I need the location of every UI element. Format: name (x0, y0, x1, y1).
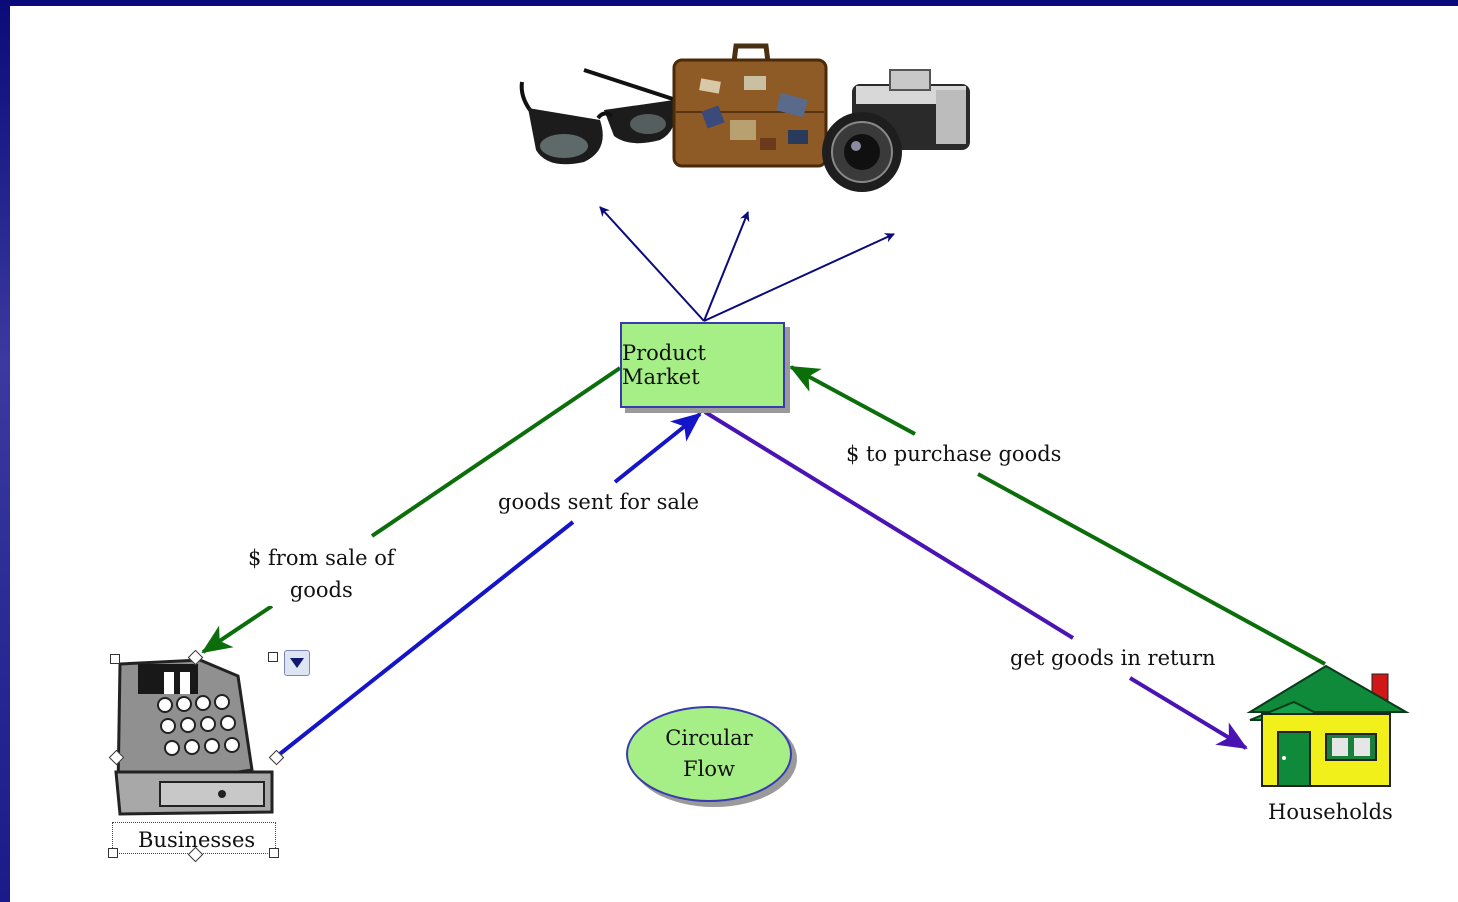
to-purchase-label[interactable]: $ to purchase goods (846, 442, 1062, 466)
from-sale-label[interactable]: $ from sale of goods (248, 542, 395, 606)
households-label[interactable]: Households (1268, 800, 1393, 824)
dropdown-menu-button[interactable] (284, 650, 310, 676)
link-goods-to-households[interactable] (703, 410, 1248, 750)
product-market-label: Product Market (622, 341, 706, 389)
link-goods-to-market[interactable] (274, 412, 702, 759)
slide-top-border (0, 0, 1458, 6)
label-handle-bottom-left[interactable] (108, 848, 118, 858)
circular-flow-node[interactable]: Circular Flow (626, 706, 792, 802)
sunglasses-icon (519, 68, 677, 165)
label-handle-bottom-right[interactable] (269, 848, 279, 858)
dropdown-icon (290, 658, 304, 668)
house-icon (1246, 664, 1410, 787)
product-market-node[interactable]: Product Market (620, 322, 785, 408)
get-goods-label[interactable]: get goods in return (1010, 646, 1216, 670)
product-image-arrows (599, 206, 895, 322)
from-sale-label-line1: $ from sale of (248, 546, 395, 570)
menu-anchor-handle[interactable] (268, 652, 278, 662)
from-sale-label-line2: goods (289, 578, 353, 602)
goods-sent-label[interactable]: goods sent for sale (498, 490, 700, 514)
link-money-to-businesses[interactable] (201, 366, 622, 654)
suitcase-icon (672, 43, 828, 168)
link-money-to-market[interactable] (789, 365, 1326, 666)
selection-handle-top-left[interactable] (110, 654, 120, 664)
circular-flow-label-line2: Flow (683, 757, 735, 781)
slide-left-border (0, 0, 10, 902)
cash-register-icon (114, 658, 274, 816)
camera-icon (822, 69, 970, 192)
circular-flow-label-line1: Circular (665, 726, 753, 750)
